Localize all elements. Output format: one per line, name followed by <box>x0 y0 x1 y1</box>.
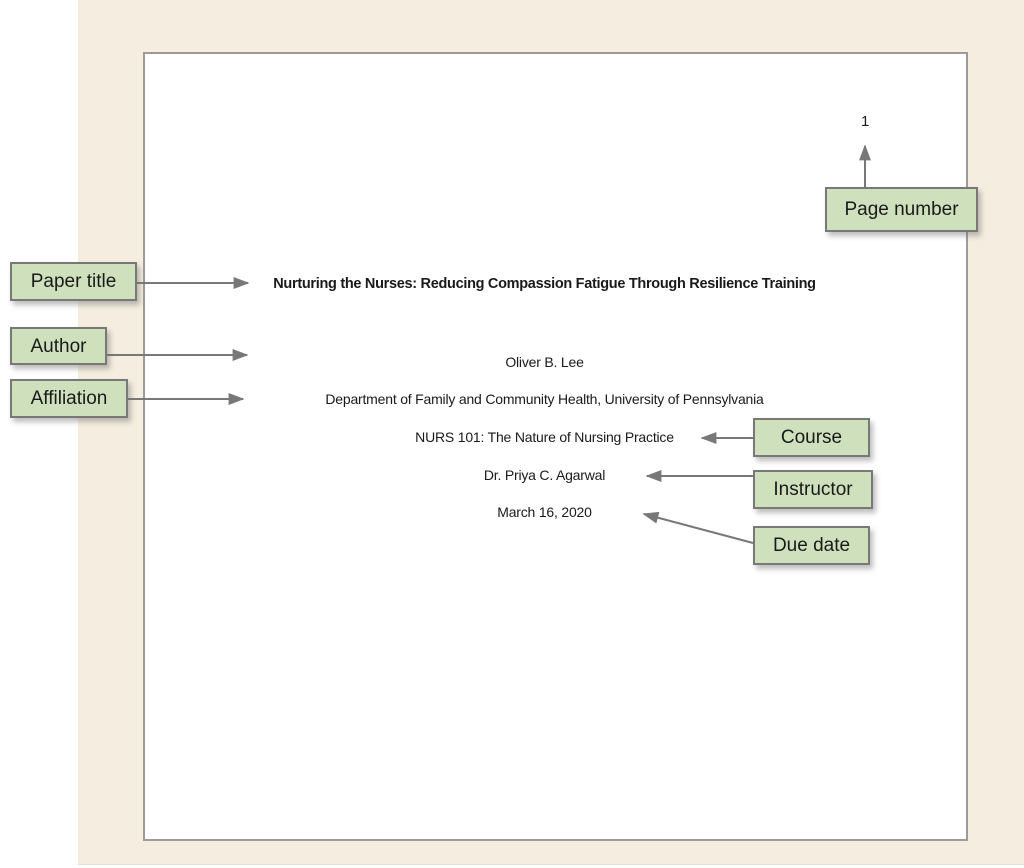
due-date-callout-label: Due date <box>772 535 851 556</box>
course-callout: Course <box>753 418 870 457</box>
instructor-callout: Instructor <box>753 470 873 509</box>
course-callout-label: Course <box>780 427 843 448</box>
page-number: 1 <box>861 113 870 130</box>
paper-title-callout-label: Paper title <box>30 271 117 292</box>
course-text: NURS 101: The Nature of Nursing Practice <box>415 429 674 445</box>
page-number-callout-label: Page number <box>844 199 959 220</box>
page-number-callout: Page number <box>825 187 978 232</box>
author-text: Oliver B. Lee <box>505 354 584 370</box>
paper-title-text: Nurturing the Nurses: Reducing Compassio… <box>273 276 816 292</box>
affiliation-callout: Affiliation <box>10 379 128 418</box>
affiliation-callout-label: Affiliation <box>30 388 108 409</box>
author-callout: Author <box>10 327 107 365</box>
instructor-callout-label: Instructor <box>773 479 853 500</box>
due-date-text: March 16, 2020 <box>497 504 592 520</box>
affiliation-text: Department of Family and Community Healt… <box>325 391 764 407</box>
due-date-callout: Due date <box>753 526 870 565</box>
instructor-text: Dr. Priya C. Agarwal <box>483 467 606 483</box>
author-callout-label: Author <box>30 335 87 357</box>
paper-title-callout: Paper title <box>10 262 137 301</box>
